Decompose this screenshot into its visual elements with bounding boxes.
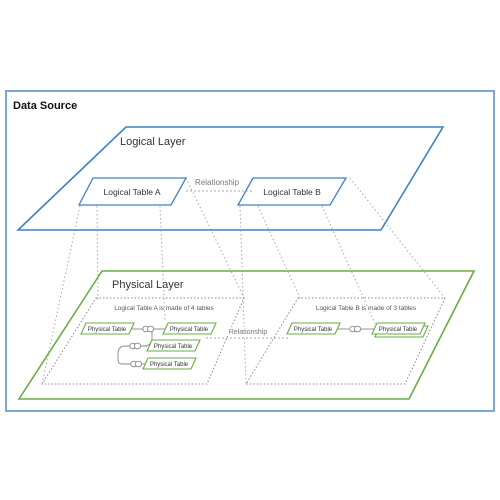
physical-table-label: Physical Table [379, 327, 418, 333]
physical-table-label: Physical Table [170, 327, 209, 333]
physical-relationship-bg [226, 327, 270, 336]
join-icon[interactable] [349, 325, 362, 333]
physical-table-a1[interactable] [80, 322, 135, 335]
physical-table-b2[interactable] [371, 322, 426, 335]
data-source-frame [5, 90, 495, 412]
physical-table-a2[interactable] [162, 322, 217, 335]
physical-relationship-label: Relationship [229, 329, 268, 336]
physical-table-a3[interactable] [146, 339, 201, 352]
physical-layer-plane [17, 270, 476, 400]
physical-layer-title: Physical Layer [112, 279, 184, 291]
physical-group-b [245, 297, 446, 385]
physical-table-label: Physical Table [294, 327, 333, 333]
group-b-caption: Logical Table B is made of 3 tables [316, 305, 417, 312]
join-icon[interactable] [130, 360, 143, 368]
logical-table-a-label: Logical Table A [103, 187, 160, 197]
logical-table-b-label: Logical Table B [263, 187, 321, 197]
physical-group-a [41, 297, 245, 385]
physical-table-a4[interactable] [142, 357, 197, 370]
join-icon[interactable] [142, 325, 155, 333]
logical-layer-title: Logical Layer [120, 136, 186, 148]
logical-table-a[interactable] [77, 177, 188, 206]
group-a-caption: Logical Table A is made of 4 tables [114, 305, 214, 312]
physical-table-label: Physical Table [88, 327, 127, 333]
physical-table-label: Physical Table [150, 362, 189, 368]
logical-layer-plane [16, 126, 445, 231]
physical-table-b1[interactable] [286, 322, 341, 335]
physical-table-label: Physical Table [154, 344, 193, 350]
data-source-title: Data Source [13, 100, 77, 112]
logical-table-b[interactable] [236, 177, 348, 206]
logical-relationship-label: Relationship [195, 178, 240, 187]
join-icon[interactable] [129, 342, 142, 350]
projection-lines [41, 177, 446, 385]
